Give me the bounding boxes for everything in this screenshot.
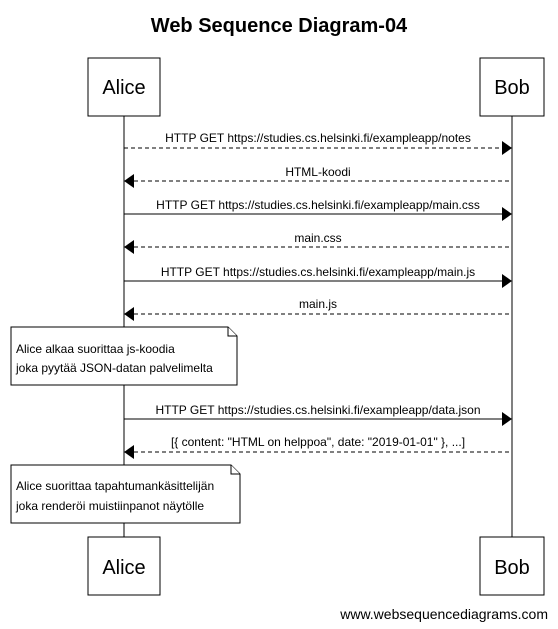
message-label: main.js	[299, 297, 337, 311]
arrow-left-icon	[124, 174, 134, 188]
alice-top-box: Alice	[87, 57, 161, 117]
message-label: [{ content: "HTML on helppoa", date: "20…	[171, 435, 465, 449]
message-json-response: [{ content: "HTML on helppoa", date: "20…	[124, 435, 512, 459]
note-line: Alice suorittaa tapahtumankäsittelijän	[16, 479, 214, 493]
message-get-data-json: HTTP GET https://studies.cs.helsinki.fi/…	[124, 403, 512, 426]
message-get-notes: HTTP GET https://studies.cs.helsinki.fi/…	[124, 131, 512, 155]
message-get-main-js: HTTP GET https://studies.cs.helsinki.fi/…	[124, 265, 512, 288]
arrow-right-icon	[502, 207, 512, 221]
note-js-execution: Alice alkaa suorittaa js-koodia joka pyy…	[10, 326, 238, 386]
arrow-left-icon	[124, 240, 134, 254]
alice-bottom-box: Alice	[87, 536, 161, 596]
alice-top-label: Alice	[102, 77, 145, 99]
arrow-right-icon	[502, 412, 512, 426]
arrow-left-icon	[124, 445, 134, 459]
note-line: Alice alkaa suorittaa js-koodia	[16, 342, 175, 356]
message-label: HTTP GET https://studies.cs.helsinki.fi/…	[155, 403, 480, 417]
message-get-main-css: HTTP GET https://studies.cs.helsinki.fi/…	[124, 198, 512, 221]
arrow-left-icon	[124, 307, 134, 321]
arrow-right-icon	[502, 141, 512, 155]
bob-bottom-label: Bob	[494, 557, 530, 579]
bob-top-box: Bob	[479, 57, 545, 117]
arrow-right-icon	[502, 274, 512, 288]
message-label: HTTP GET https://studies.cs.helsinki.fi/…	[165, 131, 471, 145]
diagram-title: Web Sequence Diagram-04	[151, 15, 408, 37]
message-label: HTTP GET https://studies.cs.helsinki.fi/…	[161, 265, 475, 279]
message-html-response: HTML-koodi	[124, 165, 512, 188]
bob-top-label: Bob	[494, 77, 530, 99]
message-label: HTML-koodi	[285, 165, 350, 179]
message-label: HTTP GET https://studies.cs.helsinki.fi/…	[156, 198, 480, 212]
note-line: joka renderöi muistiinpanot näytölle	[15, 499, 204, 513]
message-css-response: main.css	[124, 231, 512, 254]
note-event-handler: Alice suorittaa tapahtumankäsittelijän j…	[10, 464, 241, 524]
message-js-response: main.js	[124, 297, 512, 321]
message-label: main.css	[294, 231, 341, 245]
footer-watermark: www.websequencediagrams.com	[339, 606, 548, 622]
note-line: joka pyytää JSON-datan palvelimelta	[15, 361, 213, 375]
bob-bottom-box: Bob	[479, 536, 545, 596]
alice-bottom-label: Alice	[102, 557, 145, 579]
